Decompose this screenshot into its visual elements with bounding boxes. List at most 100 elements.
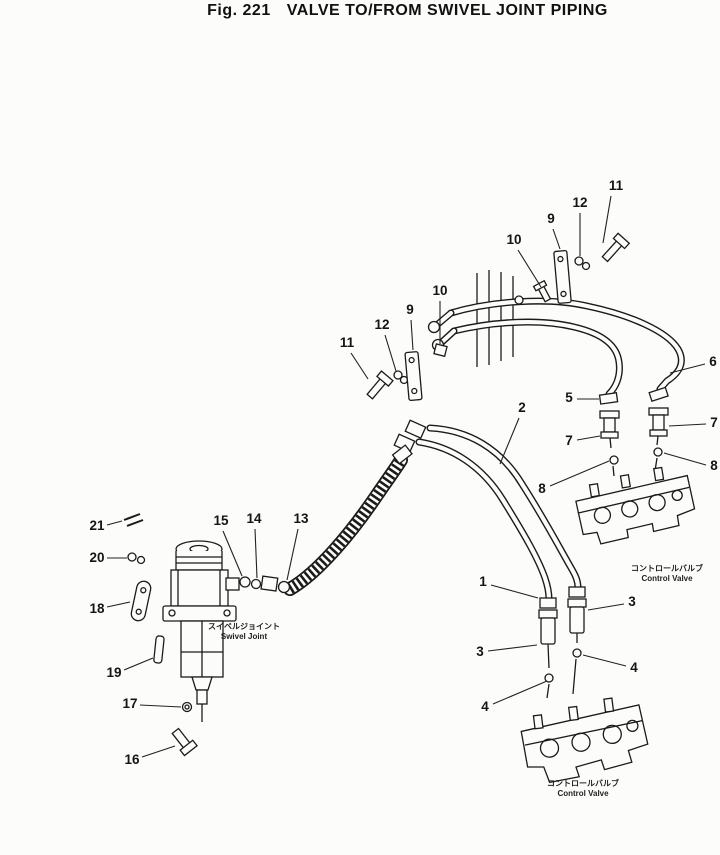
braided-hose-13	[283, 453, 408, 596]
swivel-flange	[162, 605, 237, 622]
leader-line-14	[254, 528, 258, 579]
leader-line-2	[499, 417, 520, 465]
swivel-port	[225, 577, 240, 591]
bolt-11-upper	[601, 232, 631, 263]
frame-structure-lines	[476, 270, 514, 367]
callout-4: 4	[630, 660, 638, 675]
washer-12-upper	[574, 256, 584, 266]
control-valve-lower-label-en: Control Valve	[557, 789, 609, 798]
pipe-2	[426, 424, 582, 592]
swivel-joint-label-jp: スイベルジョイント	[208, 622, 280, 631]
callout-7: 7	[710, 415, 718, 430]
leader-line-13	[286, 528, 299, 581]
callout-10: 10	[432, 283, 447, 298]
callout-12: 12	[572, 195, 587, 210]
fitting-stack-right	[648, 386, 669, 472]
clamp-mid-left	[366, 343, 448, 402]
o-ring-4-left	[544, 673, 554, 683]
callout-13: 13	[293, 511, 309, 526]
swivel-joint-label-en: Swivel Joint	[221, 632, 268, 641]
callout-1: 1	[479, 574, 487, 589]
o-ring-4-right	[572, 648, 582, 658]
fitting-3-left	[538, 597, 558, 699]
bracket-18	[130, 580, 152, 622]
leader-line-6	[669, 363, 706, 374]
fitting-3-right	[567, 586, 587, 695]
clamp-plate-9-upper	[553, 250, 572, 304]
callout-4: 4	[481, 699, 489, 714]
callout-15: 15	[213, 513, 229, 528]
pin-19	[153, 635, 165, 664]
control-valve-lower-label-jp: コントロールバルブ	[547, 778, 619, 788]
callout-9: 9	[547, 211, 555, 226]
o-ring-8-right	[653, 447, 663, 457]
bolt-11-mid	[366, 370, 394, 400]
leader-line-3	[587, 603, 625, 611]
hose-fittings-14-15	[239, 575, 291, 594]
clamp-upper-right	[514, 232, 631, 305]
callout-5: 5	[565, 390, 573, 405]
figure-header: Fig. 221 VALVE TO/FROM SWIVEL JOINT PIPIN…	[0, 2, 720, 20]
leader-line-18	[106, 601, 131, 608]
callout-12: 12	[374, 317, 389, 332]
swivel-joint	[162, 540, 240, 722]
leader-line-7	[576, 435, 601, 441]
callout-17: 17	[122, 696, 137, 711]
figure-number: Fig. 221	[207, 2, 271, 19]
leader-line-11	[602, 195, 612, 244]
hose-union-cluster	[391, 419, 427, 465]
callout-18: 18	[89, 601, 105, 616]
leader-line-10	[517, 249, 542, 288]
leader-line-8	[663, 452, 707, 466]
callout-21: 21	[89, 518, 105, 533]
callout-8: 8	[710, 458, 718, 473]
pipe-1	[415, 438, 553, 603]
control-valve-upper-label-jp: コントロールバルブ	[631, 563, 703, 573]
bolt-16	[171, 727, 198, 757]
control-valve-upper	[575, 466, 696, 545]
callout-14: 14	[246, 511, 262, 526]
pipe-6	[447, 297, 685, 393]
callout-7: 7	[565, 433, 573, 448]
callout-16: 16	[124, 752, 140, 767]
leader-line-4	[492, 680, 548, 705]
leader-line-7	[668, 423, 707, 427]
callout-11: 11	[340, 335, 355, 350]
clamp-plate-9-mid	[404, 351, 423, 402]
leader-line-1	[490, 584, 539, 599]
control-valve-lower	[520, 697, 649, 784]
leader-line-4	[582, 654, 627, 667]
leader-line-21	[106, 520, 123, 526]
callout-2: 2	[518, 400, 526, 415]
pipe-5	[450, 318, 623, 398]
pipe-end-unions-left	[427, 309, 458, 352]
callout-19: 19	[106, 665, 121, 680]
leader-line-9	[552, 228, 561, 250]
leader-line-8	[549, 460, 610, 487]
fitting-stack-left	[598, 392, 620, 477]
callout-3: 3	[476, 644, 484, 659]
washer-12-mid	[393, 370, 403, 380]
leader-line-19	[123, 657, 154, 671]
callout-3: 3	[628, 594, 636, 609]
nut-17	[181, 701, 193, 713]
control-valve-upper-label-en: Control Valve	[641, 574, 693, 583]
leader-line-17	[139, 704, 182, 708]
callout-20: 20	[89, 550, 104, 565]
callout-10: 10	[506, 232, 521, 247]
washers-20	[127, 552, 146, 565]
callout-6: 6	[709, 354, 717, 369]
leader-line-16	[141, 745, 176, 758]
clip-21	[123, 513, 144, 527]
leader-line-3	[487, 644, 538, 652]
figure-title: VALVE TO/FROM SWIVEL JOINT PIPING	[286, 2, 608, 19]
leader-line-9	[410, 319, 414, 351]
leader-line-11	[350, 352, 369, 380]
o-ring-8-left	[609, 455, 619, 465]
callout-9: 9	[406, 302, 414, 317]
leader-line-15	[222, 530, 243, 577]
